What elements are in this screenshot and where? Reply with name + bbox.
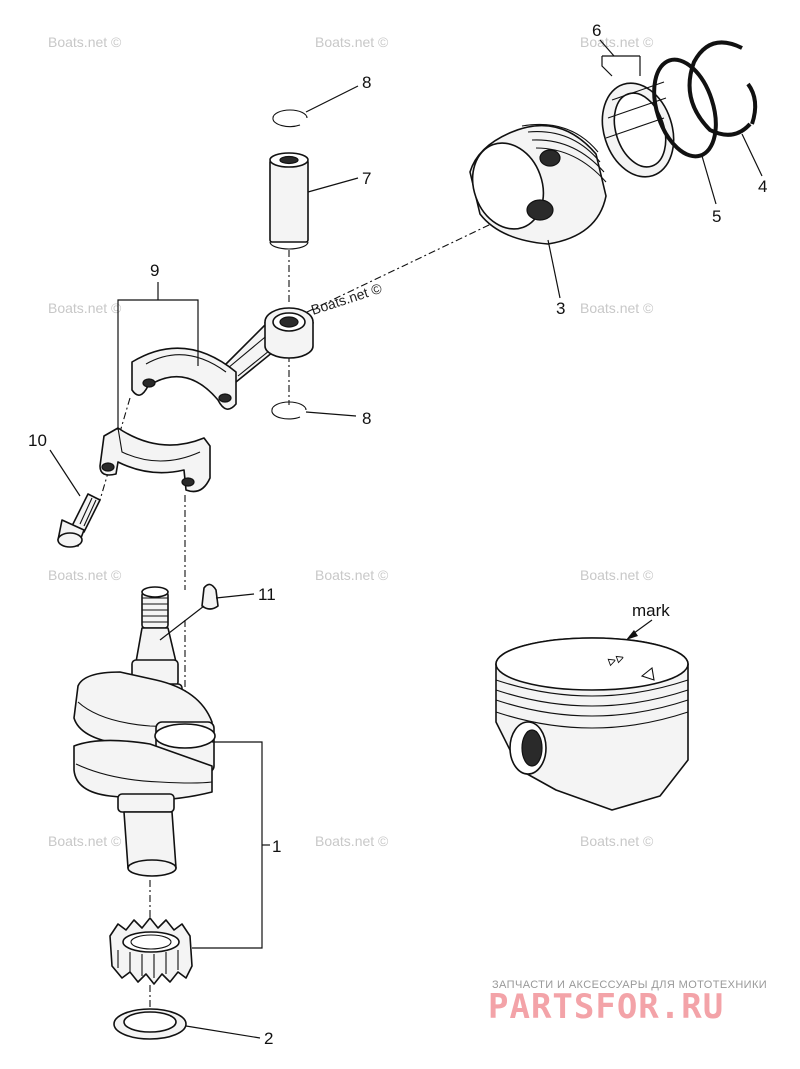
watermark-text: Boats.net © [315,567,389,583]
callout-7: 7 [362,169,371,188]
piston [469,123,607,245]
second-compression-ring [652,57,718,159]
callout-labels: 1 2 3 4 5 6 7 8 8 9 10 11 mark [28,21,767,1048]
watermark-text: Boats.net © [48,833,122,849]
circlip-upper [272,109,308,128]
banner-tagline: ЗАПЧАСТИ И АКСЕССУАРЫ ДЛЯ МОТОТЕХНИКИ [492,979,767,991]
callout-2: 2 [264,1029,273,1048]
callout-10: 10 [28,431,47,450]
oil-ring [601,81,675,178]
banner-logo: PARTSFOR.RU [488,987,724,1027]
rod-bolt [57,493,101,548]
connecting-rod-cap [99,427,211,493]
piston-crown-marking: ᐊᐊ [606,651,626,668]
watermark-text: Boats.net © [48,300,122,316]
callout-5: 5 [712,207,721,226]
watermark-text: Boats.net © [315,34,389,50]
leader-lines [49,39,763,1039]
callout-11: 11 [258,585,276,604]
callout-1: 1 [272,837,281,856]
connecting-rod [131,307,314,410]
callout-6: 6 [592,21,601,40]
watermark-text: Boats.net © [580,34,654,50]
callout-9: 9 [150,261,159,280]
callout-4: 4 [758,177,767,196]
watermark-text: Boats.net © [48,34,122,50]
watermark-text: Boats.net © [309,280,384,318]
piston-mark-detail: ᐊᐊ [495,637,689,811]
partsfor-banner: ЗАПЧАСТИ И АКСЕССУАРЫ ДЛЯ МОТОТЕХНИКИ PA… [488,979,767,1027]
watermark-text: Boats.net © [580,833,654,849]
callout-3: 3 [556,299,565,318]
thrust-washer [113,1008,187,1040]
watermark-text: Boats.net © [580,300,654,316]
watermark-text: Boats.net © [580,567,654,583]
callout-8-upper: 8 [362,73,371,92]
crankshaft-sprocket [109,917,193,985]
watermark-text: Boats.net © [315,833,389,849]
watermark-text: Boats.net © [48,567,122,583]
watermark-layer: Boats.net © Boats.net © Boats.net © Boat… [48,34,654,849]
circlip-lower [271,401,307,420]
callout-8-lower: 8 [362,409,371,428]
top-compression-ring [687,40,758,137]
piston-pin [269,152,309,250]
mark-label: mark [632,601,670,620]
woodruff-key [201,583,219,610]
crankshaft [73,586,216,877]
